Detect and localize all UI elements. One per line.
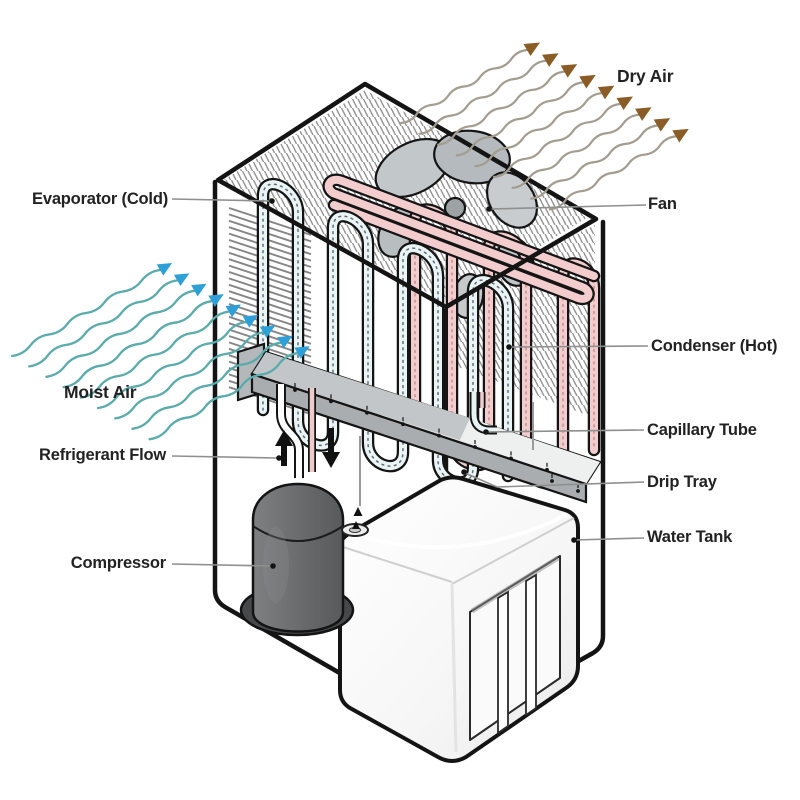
flow-up-arrow xyxy=(275,430,293,466)
flow-down-arrow xyxy=(322,428,340,468)
refrigerant-flow-label: Refrigerant Flow xyxy=(39,446,166,464)
leader-lines xyxy=(171,198,649,567)
capillary-tube xyxy=(469,392,497,435)
dry-air-label: Dry Air xyxy=(617,66,674,86)
moist-air-label: Moist Air xyxy=(64,382,137,402)
condenser-label: Condenser (Hot) xyxy=(651,337,778,355)
compressor xyxy=(239,482,355,637)
tank-window xyxy=(469,555,561,741)
leader-dots xyxy=(269,198,577,569)
refrigerant-pipes xyxy=(276,384,316,478)
compressor-label: Compressor xyxy=(70,554,166,572)
cabinet-top-rim xyxy=(215,81,599,310)
capillary-tube-label: Capillary Tube xyxy=(647,421,757,439)
evaporator-label: Evaporator (Cold) xyxy=(32,190,168,208)
tank-funnel xyxy=(341,507,369,537)
water-drops xyxy=(293,383,580,493)
condenser-top-band xyxy=(322,173,601,306)
water-tank-label: Water Tank xyxy=(647,528,733,546)
fan-label: Fan xyxy=(648,195,677,213)
evaporator-coil xyxy=(256,178,515,489)
moist-air-arrows xyxy=(10,262,310,441)
dry-air-arrows xyxy=(399,42,689,211)
water-tank xyxy=(338,475,580,763)
drip-tray-label: Drip Tray xyxy=(647,473,717,491)
